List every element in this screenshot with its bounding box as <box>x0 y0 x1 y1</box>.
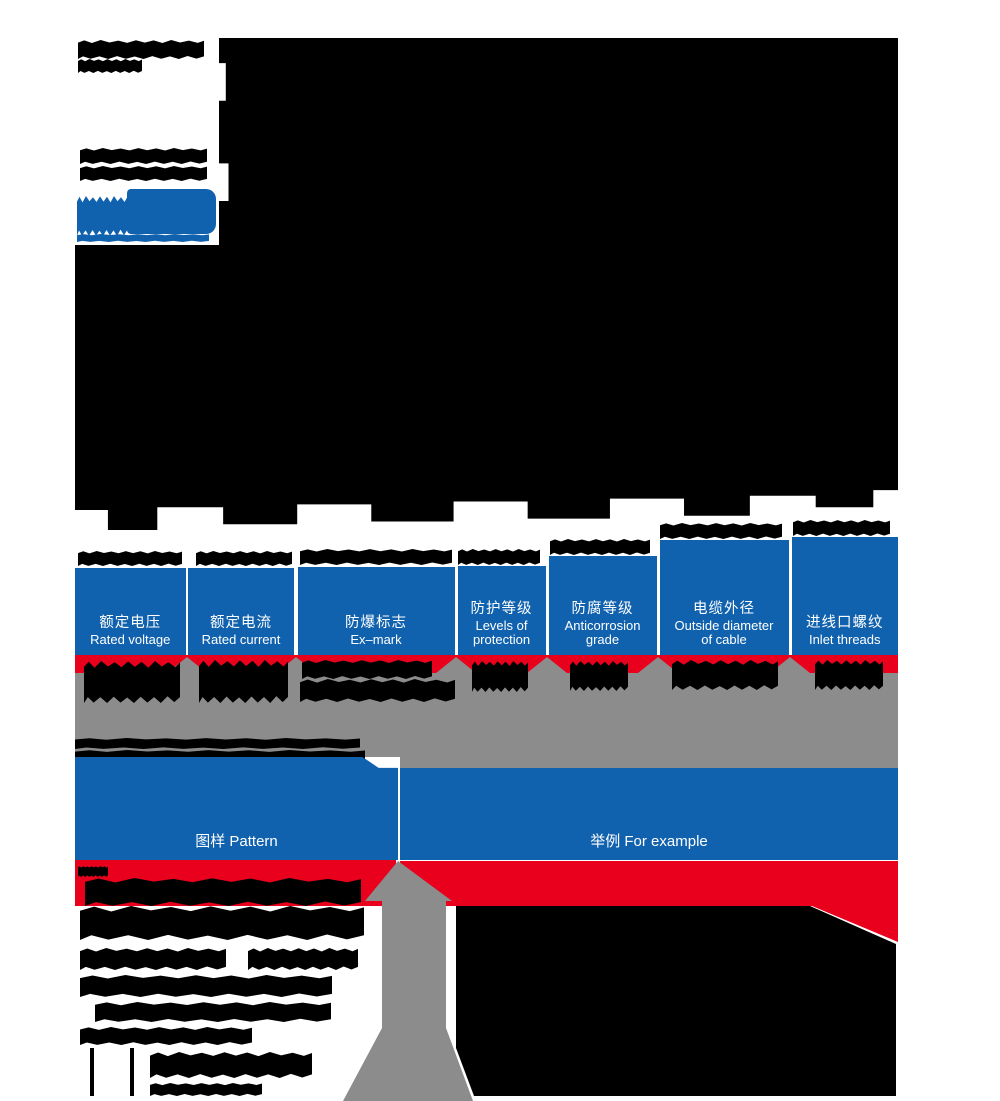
redacted-pattern-text <box>85 878 361 906</box>
divider-triangle <box>770 657 810 673</box>
redacted-code-segment <box>196 551 292 566</box>
redacted-code-segment <box>458 549 540 565</box>
header-cell-anticorrosion-grade: 防腐等级 Anticorrosion grade <box>548 556 657 655</box>
header-en: protection <box>472 632 531 648</box>
redacted-value-rated-voltage <box>84 661 180 703</box>
redacted-value-ex-mark-line1 <box>302 660 432 679</box>
pattern-cell: 图样 Pattern <box>75 757 398 860</box>
gray-funnel-arrow <box>343 861 473 1101</box>
redacted-value-protection <box>472 661 528 692</box>
header-en: Outside diameter <box>674 617 774 633</box>
header-zh: 额定电压 <box>99 615 162 632</box>
redacted-pattern-text <box>80 1027 252 1045</box>
divider-triangle <box>436 657 476 673</box>
redacted-title-line <box>78 59 142 73</box>
redacted-code-segment <box>300 549 452 565</box>
redacted-code-segment <box>550 539 650 555</box>
redacted-pattern-text <box>80 906 364 940</box>
pattern-label: 图样 Pattern <box>195 833 278 850</box>
example-label: 举例 For example <box>590 833 708 850</box>
header-en: Levels of <box>475 617 528 633</box>
redacted-pattern-text <box>80 948 226 970</box>
divider-triangle <box>638 657 678 673</box>
redacted-text-line <box>80 166 207 181</box>
redacted-pattern-text <box>95 1002 331 1022</box>
product-photo-block <box>75 245 898 530</box>
series-badge-caption <box>77 234 209 242</box>
redacted-section-heading <box>75 738 360 749</box>
redacted-title-line <box>78 40 204 59</box>
redacted-example-text-block <box>456 906 896 1096</box>
header-zh: 电缆外径 <box>693 600 755 617</box>
series-badge-box <box>127 189 216 234</box>
header-en: grade <box>585 632 620 648</box>
header-en: Rated current <box>201 632 281 648</box>
pattern-connector-line <box>90 1048 94 1096</box>
header-cell-rated-current: 额定电流 Rated current <box>188 568 294 655</box>
header-en: of cable <box>701 632 747 648</box>
header-zh: 防腐等级 <box>571 600 634 617</box>
redacted-value-anticorrosion <box>570 661 628 691</box>
redacted-text-line <box>80 148 207 164</box>
header-en: Inlet threads <box>808 632 881 648</box>
redacted-pattern-text <box>248 948 358 970</box>
redacted-code-segment <box>660 523 782 539</box>
header-en: Ex–mark <box>350 632 402 648</box>
header-cell-levels-of-protection: 防护等级 Levels of protection <box>457 566 546 655</box>
header-zh: 防爆标志 <box>345 615 407 632</box>
redacted-value-rated-current <box>199 660 288 703</box>
gray-band-right-extension <box>400 757 898 768</box>
header-zh: 防护等级 <box>470 600 533 617</box>
product-photo-block <box>219 38 898 247</box>
header-en: Rated voltage <box>90 632 171 648</box>
header-cell-rated-voltage: 额定电压 Rated voltage <box>75 568 186 655</box>
redacted-value-inlet-threads <box>815 660 883 690</box>
header-zh: 额定电流 <box>210 615 272 632</box>
red-ribbon-right <box>400 861 898 942</box>
redacted-pattern-text <box>150 1083 262 1096</box>
redacted-code-segment <box>78 551 182 566</box>
pattern-connector-line <box>130 1048 134 1096</box>
redacted-pattern-mark <box>78 866 108 877</box>
header-en: Anticorrosion <box>564 617 641 633</box>
divider-triangle <box>527 657 567 673</box>
header-cell-outside-diameter: 电缆外径 Outside diameter of cable <box>659 540 789 655</box>
series-badge-glyphs <box>77 196 127 236</box>
redacted-pattern-text <box>80 975 332 997</box>
example-cell: 举例 For example <box>400 768 898 860</box>
redacted-pattern-text <box>150 1052 312 1078</box>
redacted-value-ex-mark-line2 <box>300 679 455 702</box>
header-cell-inlet-threads: 进线口螺纹 Inlet threads <box>791 537 898 655</box>
header-cell-ex-mark: 防爆标志 Ex–mark <box>297 567 455 655</box>
redacted-value-cable-diameter <box>672 660 778 690</box>
header-zh: 进线口螺纹 <box>806 615 884 632</box>
redacted-code-segment <box>793 520 890 536</box>
